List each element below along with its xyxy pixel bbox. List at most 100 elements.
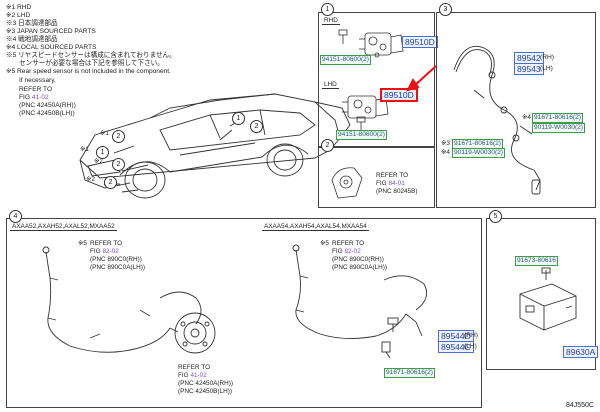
part-number[interactable]: 90119-W0030 — [454, 149, 495, 156]
part-91671-80616-s4[interactable]: 91671-80616(2) — [384, 368, 435, 378]
section-1-lhd-label: LHD — [322, 81, 339, 89]
hub-refer: REFER TO — [178, 364, 211, 371]
part-number[interactable]: 94151-80600 — [338, 131, 377, 138]
highlight-arrow — [406, 65, 437, 92]
side-rh: (RH) — [464, 332, 478, 339]
control-module-drawing — [519, 267, 577, 331]
rear-wheel-sensor-left-drawing — [42, 246, 216, 354]
section-2-fig-link[interactable]: FIG 84-01 — [376, 180, 405, 188]
note-line: ※3 日本調達部品 — [6, 20, 58, 27]
callout-circle[interactable]: 2 — [112, 130, 125, 143]
fig-number[interactable]: 41-02 — [190, 372, 207, 379]
part-qty: (2) — [574, 124, 583, 131]
side-rh: (RH) — [540, 54, 554, 61]
note-line: センサーが必要な場合は下記を参照して下さい。 — [19, 60, 164, 67]
part-94151-80600-rhd[interactable]: 94151-80600(2) — [320, 55, 371, 65]
part-qty: (2) — [492, 140, 501, 147]
part-number[interactable]: 90119-W0030 — [534, 124, 575, 131]
section-4-pnc-rh-a: (PNC 890C0(RH)) — [90, 256, 142, 263]
fig-number[interactable]: 84-01 — [388, 180, 405, 187]
section-4-refer-a: REFER TO — [90, 240, 123, 247]
part-89630A[interactable]: 89630A — [563, 346, 599, 358]
fig-prefix: FIG — [376, 180, 389, 187]
section-4-frame — [6, 218, 482, 408]
note-pnc-a: (PNC 42450A(RH)) — [19, 102, 76, 109]
mark: ※5 — [320, 240, 329, 247]
part-qty: (2) — [572, 114, 581, 121]
callout-circle[interactable]: 2 — [104, 176, 117, 189]
section-4-pnc-rh-b: (PNC 890C0(RH)) — [332, 256, 384, 263]
section-4-left-models: AXAA52,AXAH52,AXAL52,MXAA52 — [10, 223, 117, 231]
fig-number[interactable]: 82-02 — [344, 248, 361, 255]
note-line: ※5 リヤスピードセンサーは構成に含まれておりません。 — [6, 52, 176, 59]
fig-number[interactable]: 82-02 — [102, 248, 119, 255]
section-2-number[interactable]: 2 — [321, 139, 334, 152]
vehicle-illustration — [79, 93, 351, 199]
part-number[interactable]: 91671-80616 — [454, 140, 493, 147]
fig-prefix: FIG — [19, 94, 32, 101]
note-line: ※4 戦地調達部品 — [6, 36, 58, 43]
part-90119-W0030-d[interactable]: 90119-W0030(2) — [452, 148, 505, 158]
bolt-icon — [356, 116, 366, 131]
part-qty: (2) — [494, 149, 503, 156]
section-3-number[interactable]: 3 — [439, 3, 452, 16]
note-line: ※4 LOCAL SOURCED PARTS — [6, 44, 97, 51]
part-number[interactable]: 91671-80616 — [386, 369, 425, 376]
bolt-icon — [338, 29, 348, 44]
speed-sensor-wire-drawing — [453, 45, 541, 195]
part-89543[interactable]: 89543 — [514, 63, 544, 75]
vehicle-mark: ※2 — [94, 158, 103, 165]
side-lh: (LH) — [464, 343, 477, 350]
callout-circle[interactable]: 1 — [232, 112, 245, 125]
part-89544C[interactable]: 89544C — [438, 341, 474, 353]
fig-number[interactable]: 41-02 — [31, 94, 49, 101]
note-line: ※2 LHD — [6, 12, 31, 19]
hub-pnc-b: (PNC 42450B(LH)) — [178, 388, 232, 395]
part-89510D-rhd[interactable]: 89510D — [402, 36, 438, 48]
diagram-id: 84J550C — [565, 402, 594, 409]
hub-pnc-a: (PNC 42450A(RH)) — [178, 380, 234, 387]
section-4-right-models: AXAA54,AXAH54,AXAL54,MXAA54 — [262, 223, 369, 231]
note-refer: REFER TO — [19, 86, 53, 93]
section-4-fig-link-a[interactable]: FIG 82-02 — [90, 248, 119, 256]
mark: ※5 — [78, 240, 87, 247]
mark: ※4 — [441, 149, 450, 156]
section-5-number[interactable]: 5 — [489, 210, 502, 223]
section-2-frame — [318, 146, 435, 208]
part-qty: (2) — [360, 56, 369, 63]
part-number[interactable]: 94151-80600 — [322, 56, 361, 63]
vehicle-mark: ※1 — [100, 130, 109, 137]
note-line: If necessary, — [19, 77, 56, 84]
bracket-drawing — [331, 167, 363, 199]
fig-prefix: FIG — [90, 248, 103, 255]
callout-circle[interactable]: 1 — [96, 146, 109, 159]
section-4-pnc-lh-b: (PNC 890C0A(LH)) — [332, 264, 388, 271]
part-qty: (2) — [376, 131, 385, 138]
mark: ※4 — [522, 114, 531, 121]
part-89510D-lhd[interactable]: 89510D — [380, 88, 418, 102]
note-fig-link[interactable]: FIG 41-02 — [19, 94, 49, 102]
part-number[interactable]: 91671-80616 — [534, 114, 573, 121]
part-91671-80616-a[interactable]: 91671-80616(2) — [532, 113, 583, 123]
section-4-fig-link-b[interactable]: FIG 82-02 — [332, 248, 361, 256]
note-pnc-b: (PNC 42450B(LH)) — [19, 110, 75, 117]
fig-prefix: FIG — [332, 248, 345, 255]
hub-fig-link[interactable]: FIG 41-02 — [178, 372, 207, 380]
section-4-pnc-lh-a: (PNC 890C0A(LH)) — [90, 264, 146, 271]
note-line: ※3 JAPAN SOURCED PARTS — [6, 28, 96, 35]
callout-circle[interactable]: 2 — [112, 158, 125, 171]
note-line: ※1 RHD — [6, 4, 32, 11]
rear-wheel-sensor-right-drawing — [292, 244, 428, 359]
part-94151-80600-lhd[interactable]: 94151-80600(2) — [336, 130, 387, 140]
callout-circle[interactable]: 2 — [250, 120, 263, 133]
part-90119-W0030-a[interactable]: 90119-W0030(2) — [532, 123, 585, 133]
section-1-number[interactable]: 1 — [321, 3, 334, 16]
mark: ※3 — [441, 140, 450, 147]
side-lh: (LH) — [540, 65, 553, 72]
part-91673-80616[interactable]: 91673-80616 — [515, 256, 558, 266]
section-1-rhd-label: RHD — [322, 17, 340, 25]
section-4-number[interactable]: 4 — [9, 210, 22, 223]
section-5-frame — [486, 218, 596, 370]
section-4-refer-b: REFER TO — [332, 240, 365, 247]
note-line: ※5 Rear speed sensor is not included in … — [6, 68, 171, 75]
